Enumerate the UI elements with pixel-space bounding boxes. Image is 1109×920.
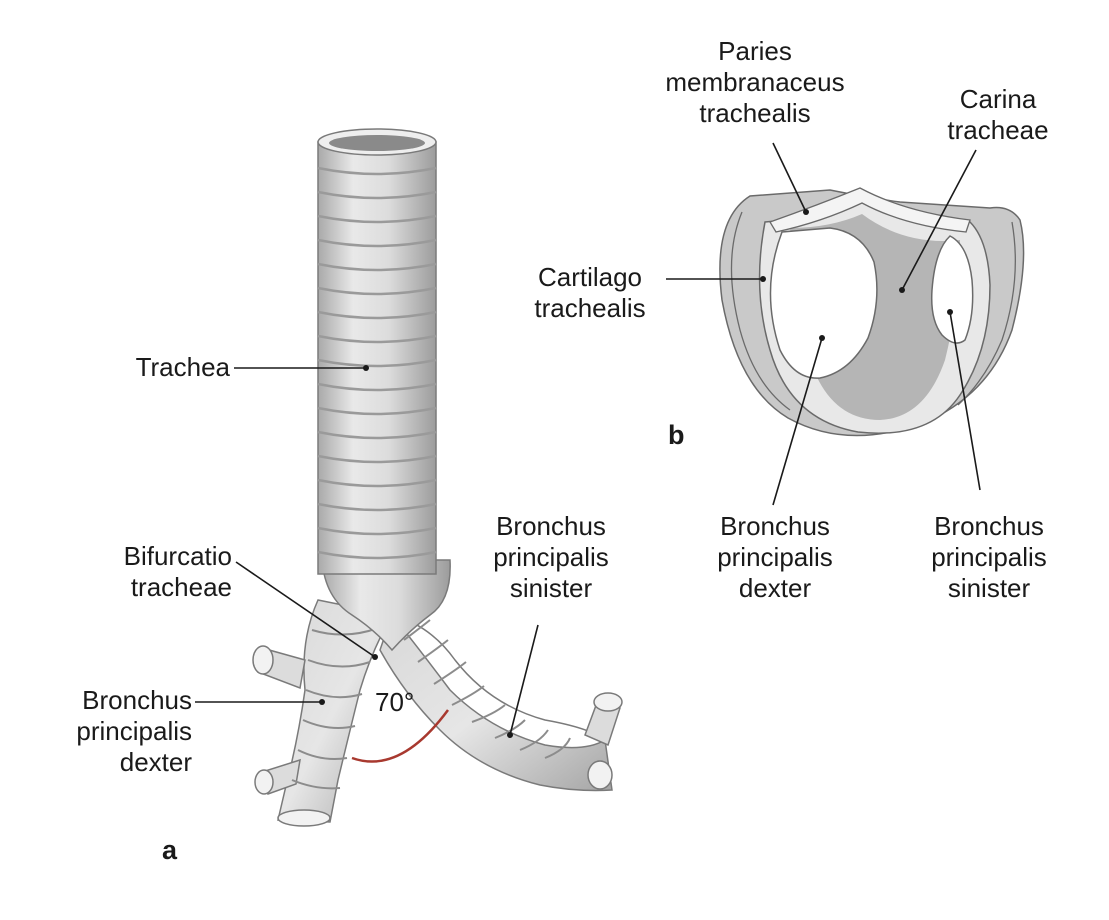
trachea-tube [317,141,437,575]
label-line: membranaceus [665,67,845,97]
label-line: Bronchus [496,511,606,541]
label-line: tracheae [130,572,232,602]
label-line: trachealis [534,293,646,323]
carina-cross-section [719,187,1025,437]
label-paries-membranaceus: Paries membranaceus trachealis [650,36,860,129]
label-line: principalis [931,542,1047,572]
trachea-illustration [252,128,623,827]
label-line: dexter [119,747,192,777]
cartilage-layer-2 [957,221,1016,406]
left-main-bronchus-shape [379,613,613,792]
label-line: sinister [947,573,1031,603]
angle-arc [351,709,450,763]
label-line: principalis [493,542,609,572]
leader-lines [195,142,981,738]
label-a-bronchus-dexter: Bronchus principalis dexter [56,685,192,778]
bifurcation-shape [321,559,451,652]
label-line: principalis [717,542,833,572]
label-line: dexter [738,573,812,603]
label-line: Carina [959,84,1037,114]
label-line: trachealis [699,98,811,128]
label-a-bronchus-sinister: Bronchus principalis sinister [478,511,624,604]
cartilage-layer-1 [730,211,791,411]
label-line: sinister [509,573,593,603]
label-line: Bifurcatio [123,541,232,571]
label-bifurcatio-tracheae: Bifurcatio tracheae [112,541,232,603]
bronchus-rings [291,619,571,790]
label-line: Bronchus [934,511,1044,541]
label-line: Bronchus [82,685,192,715]
label-line: Cartilago [537,262,643,292]
label-line: Bronchus [720,511,830,541]
label-carina-tracheae: Carina tracheae [928,84,1068,146]
label-line: Paries [718,36,792,66]
right-bronchus-lumen [769,227,878,379]
angle-label: 70° [375,687,415,717]
label-line: tracheae [947,115,1049,145]
left-main-bronchus-upper [391,614,606,741]
label-trachea-text: Trachea [135,352,230,382]
left-bronchus-lumen [930,235,974,344]
label-line: principalis [76,716,192,746]
label-cartilago-trachealis: Cartilago trachealis [520,262,660,324]
label-trachea: Trachea [112,352,230,383]
label-b-bronchus-sinister: Bronchus principalis sinister [914,511,1064,604]
label-b-bronchus-dexter: Bronchus principalis dexter [700,511,850,604]
panel-letter-b: b [668,420,685,450]
cartilage-rings [317,166,437,560]
paries-membranaceus-shape [769,187,971,233]
panel-letter-a: a [162,835,178,865]
